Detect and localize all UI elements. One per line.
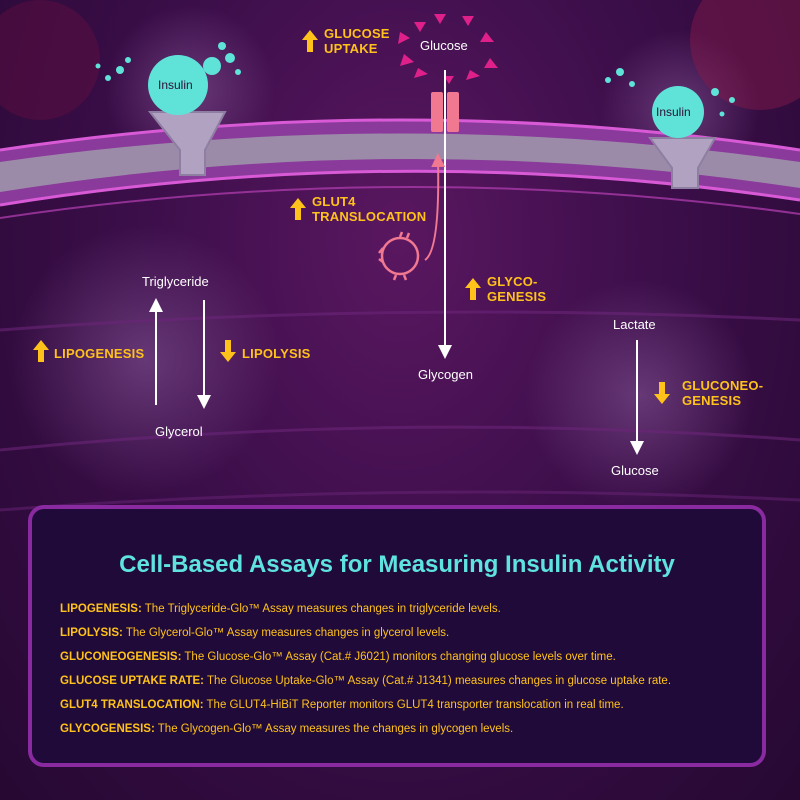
corner-glow-left [0, 0, 100, 120]
glucose-particle [480, 32, 494, 42]
glucose-particle [400, 54, 414, 66]
assay-item-lipogenesis: LIPOGENESIS: The Triglyceride-Glo™ Assay… [60, 597, 750, 621]
assay-item-glut4-translocation: GLUT4 TRANSLOCATION: The GLUT4-HiBiT Rep… [60, 693, 750, 717]
glucose-particle [444, 76, 454, 84]
glycerol-label: Glycerol [155, 424, 203, 439]
glucose-liver-label: Glucose [611, 463, 659, 478]
glucose-molecules [398, 14, 498, 84]
insulin-dot [116, 66, 124, 74]
assay-item-gluconeogenesis: GLUCONEOGENESIS: The Glucose-Glo™ Assay … [60, 645, 750, 669]
insulin-dot [719, 111, 725, 117]
assay-list: LIPOGENESIS: The Triglyceride-Glo™ Assay… [60, 597, 750, 741]
insulin-receptor-right [648, 137, 717, 189]
lactate-label: Lactate [613, 317, 656, 332]
glycogenesis-label: GLYCO-GENESIS [487, 274, 547, 304]
glut4-vesicle [380, 236, 420, 276]
insulin-dot [729, 97, 735, 103]
assay-desc: The Glucose-Glo™ Assay (Cat.# J6021) mon… [181, 651, 616, 663]
gluconeogenesis-label: GLUCONEO-GENESIS [682, 378, 764, 408]
assay-item-glycogenesis: GLYCOGENESIS: The Glycogen-Glo™ Assay me… [60, 717, 750, 741]
assay-name: GLUT4 TRANSLOCATION: [60, 699, 204, 711]
insulin-dot [629, 81, 635, 87]
gluconeogenesis-down-arrow [654, 382, 670, 404]
insulin-dot [125, 57, 131, 63]
insulin-dot [605, 77, 611, 83]
cytoplasm-streak [0, 425, 800, 452]
assay-panel: Cell-Based Assays for Measuring Insulin … [28, 505, 766, 767]
insulin-dot [225, 53, 235, 63]
glucose-uptake-up-arrow [302, 30, 318, 52]
insulin-dot [95, 63, 101, 69]
cytoplasm-streak [0, 490, 800, 512]
insulin-right-label: Insulin [656, 105, 691, 119]
assay-name: GLUCONEOGENESIS: [60, 651, 182, 663]
glycogenesis-up-arrow [465, 278, 481, 300]
assay-name: LIPOLYSIS: [60, 627, 123, 639]
assay-desc: The Glycerol-Glo™ Assay measures changes… [122, 627, 450, 639]
glut4-transporter-right [447, 92, 459, 132]
insulin-receptor-left [147, 111, 227, 176]
assay-name: GLYCOGENESIS: [60, 723, 155, 735]
glycogen-label: Glycogen [418, 367, 473, 382]
assay-name: GLUCOSE UPTAKE RATE: [60, 675, 204, 687]
assay-desc: The Glycogen-Glo™ Assay measures the cha… [154, 723, 514, 735]
corner-glow [690, 0, 800, 110]
lipid-glow [10, 225, 280, 495]
insulin-dot [218, 42, 226, 50]
lipogenesis-label: LIPOGENESIS [54, 346, 145, 361]
assay-desc: The Glucose Uptake-Glo™ Assay (Cat.# J13… [203, 675, 672, 687]
lipogenesis-up-arrow [33, 340, 49, 362]
insulin-dot [105, 75, 111, 81]
glut4-translocation-up-arrow [290, 198, 306, 220]
assay-desc: The Triglyceride-Glo™ Assay measures cha… [141, 603, 501, 615]
glut4-transporter-left [431, 92, 443, 132]
glucose-particle [414, 22, 426, 32]
cytoplasm-streak [0, 310, 800, 332]
assay-item-lipolysis: LIPOLYSIS: The Glycerol-Glo™ Assay measu… [60, 621, 750, 645]
glut4-translocation-arrow [424, 153, 446, 261]
glucose-particle [398, 32, 410, 44]
assay-desc: The GLUT4-HiBiT Reporter monitors GLUT4 … [203, 699, 624, 711]
glucose-extracellular-label: Glucose [420, 38, 468, 53]
insulin-left-label: Insulin [158, 78, 193, 92]
lipolysis-down-arrow [220, 340, 236, 362]
insulin-right-molecule [652, 86, 704, 138]
membrane-inner-line [0, 185, 800, 219]
glucose-particle [484, 58, 498, 68]
insulin-dot [235, 69, 241, 75]
lipolysis-label: LIPOLYSIS [242, 346, 311, 361]
liver-glow [525, 280, 755, 510]
glut4-vesicle-channels [378, 231, 411, 281]
insulin-dot [203, 57, 221, 75]
glucose-particle [414, 68, 428, 78]
glucose-particle [462, 16, 474, 26]
insulin-left-molecule [148, 55, 208, 115]
insulin-dot [616, 68, 624, 76]
glucose-particle [466, 70, 480, 80]
glucose-particle [434, 14, 446, 24]
assay-name: LIPOGENESIS: [60, 603, 142, 615]
panel-title: Cell-Based Assays for Measuring Insulin … [119, 551, 675, 578]
triglyceride-label: Triglyceride [142, 274, 209, 289]
assay-item-glucose-uptake: GLUCOSE UPTAKE RATE: The Glucose Uptake-… [60, 669, 750, 693]
insulin-dot [711, 88, 719, 96]
